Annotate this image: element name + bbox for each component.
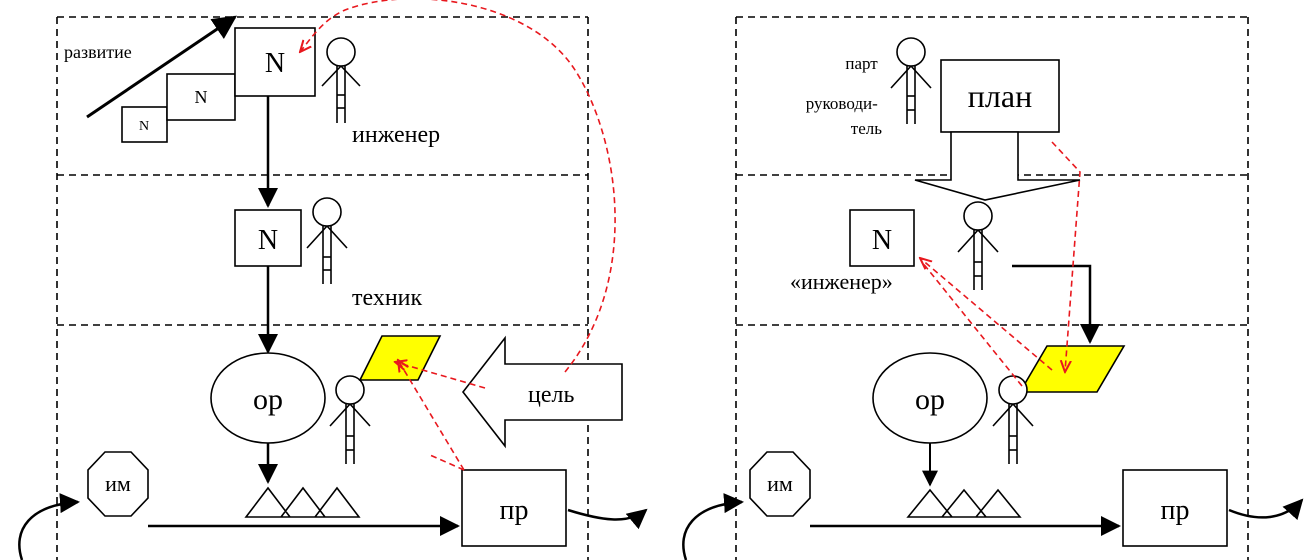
- plan-label: план: [968, 78, 1032, 114]
- feedback-goal-to-norm-a: [920, 258, 1053, 371]
- norm-tech-label: N: [258, 225, 278, 256]
- norm-medium-label: N: [195, 87, 208, 107]
- operation-label: ор: [253, 383, 283, 416]
- party-leader-label: парт руководи- тель: [806, 54, 883, 138]
- right-incoming-curve-arrow: [682, 493, 744, 560]
- right-process-triangles: [906, 488, 1022, 518]
- norm-right-label: N: [872, 225, 892, 256]
- norm-large-label: N: [265, 48, 285, 79]
- party-leader-line-1: парт: [845, 54, 878, 73]
- norm-box-medium: [166, 73, 236, 121]
- feedback-output-short: [429, 454, 465, 471]
- right-panel: парт руководи- тель план N: [682, 16, 1304, 560]
- feedback-plan-to-goal: [1051, 141, 1081, 372]
- right-engineer-figure: [957, 201, 999, 290]
- output-label: пр: [500, 495, 529, 526]
- right-input-octagon: [749, 451, 811, 517]
- technician-label: техник: [352, 285, 423, 311]
- right-operation-label: ор: [915, 383, 945, 416]
- feedback-goalarrow-to-goal: [395, 362, 486, 389]
- plan-box: [940, 59, 1060, 133]
- right-goal-shape: [1018, 345, 1126, 393]
- goal-label: цель: [528, 382, 574, 408]
- party-leader-figure: [890, 37, 932, 124]
- right-engineer-label: «инженер»: [790, 269, 893, 294]
- feedback-goal-to-norm: [300, 0, 616, 373]
- outgoing-curve-arrow: [567, 508, 648, 530]
- norm-box-small: [121, 106, 168, 143]
- right-outgoing-curve-arrow: [1228, 498, 1304, 521]
- development-label: развитие: [64, 42, 132, 62]
- goal-arrow: [461, 335, 623, 449]
- process-triangles: [244, 486, 361, 518]
- right-output-label: пр: [1161, 495, 1190, 526]
- norm-box-technician: [234, 209, 302, 267]
- technician-figure: [306, 197, 348, 284]
- input-label: им: [105, 471, 131, 496]
- norm-box-right: [849, 209, 915, 267]
- output-box: [461, 469, 567, 547]
- right-worker-figure: [992, 375, 1034, 464]
- right-input-label: им: [767, 471, 793, 496]
- incoming-curve-arrow: [18, 493, 80, 560]
- norm-small-label: N: [139, 119, 149, 134]
- plan-down-arrow: [914, 131, 1081, 201]
- engineer-label: инженер: [352, 122, 440, 148]
- engineer-figure: [321, 37, 361, 123]
- party-leader-line-2: руководи-: [806, 94, 878, 113]
- norm-box-large: [234, 27, 316, 97]
- right-feedback-lines: [920, 141, 1081, 387]
- feedback-output-to-goal: [398, 360, 465, 471]
- goal-shape: [358, 335, 442, 381]
- left-feedback-lines: [300, 0, 616, 471]
- party-leader-line-3: тель: [851, 119, 882, 138]
- right-output-box: [1122, 469, 1228, 547]
- worker-figure: [329, 375, 371, 464]
- input-octagon: [87, 451, 149, 517]
- left-panel: развитие N N N инженер N: [18, 0, 648, 560]
- development-arrow: [86, 15, 237, 119]
- feedback-goal-to-norm-b: [921, 261, 1023, 387]
- engineer-to-goal-arrow: [1012, 264, 1100, 344]
